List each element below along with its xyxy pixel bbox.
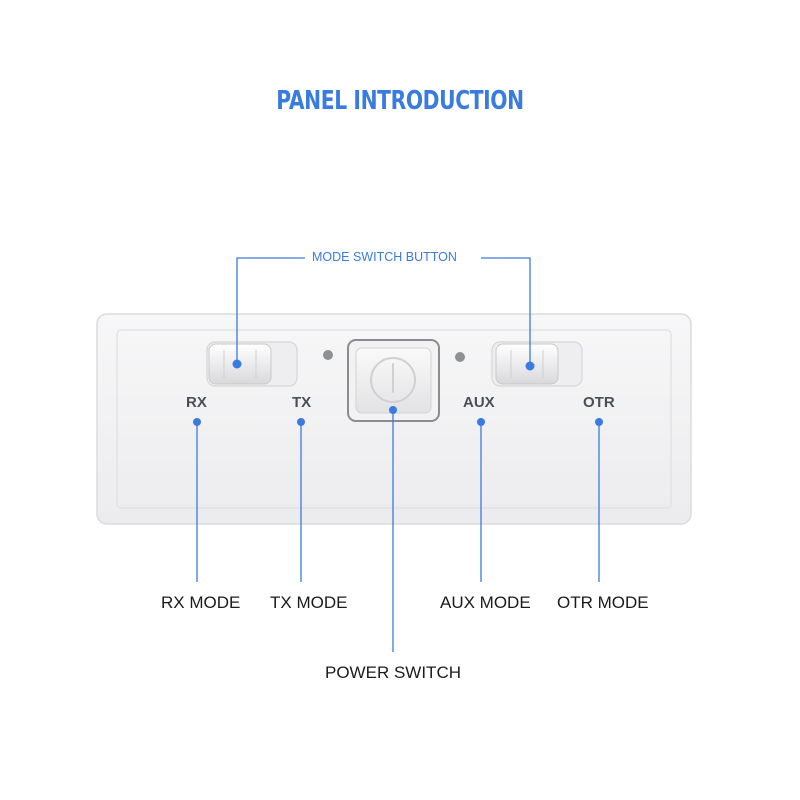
power-icon bbox=[370, 357, 416, 403]
callout-lines bbox=[196, 257, 600, 652]
panel-label-otr: OTR bbox=[583, 394, 615, 411]
page-title: PANEL INTRODUCTION bbox=[276, 86, 524, 116]
caption-otr-mode: OTR MODE bbox=[557, 593, 649, 612]
callout-dots bbox=[193, 359, 603, 426]
panel-label-rx: RX bbox=[186, 394, 207, 411]
right-slide-switch[interactable] bbox=[491, 341, 583, 387]
power-button[interactable] bbox=[347, 339, 440, 422]
caption-power-switch: POWER SWITCH bbox=[325, 663, 461, 682]
left-indicator-led bbox=[323, 350, 333, 360]
caption-tx-mode: TX MODE bbox=[270, 593, 348, 612]
panel-label-tx: TX bbox=[292, 394, 312, 411]
left-slide-switch[interactable] bbox=[206, 341, 298, 387]
right-indicator-led bbox=[455, 352, 465, 362]
mode-switch-button-label: MODE SWITCH BUTTON bbox=[306, 250, 463, 264]
panel-label-aux: AUX bbox=[463, 394, 495, 411]
caption-aux-mode: AUX MODE bbox=[440, 593, 531, 612]
caption-rx-mode: RX MODE bbox=[161, 593, 241, 612]
